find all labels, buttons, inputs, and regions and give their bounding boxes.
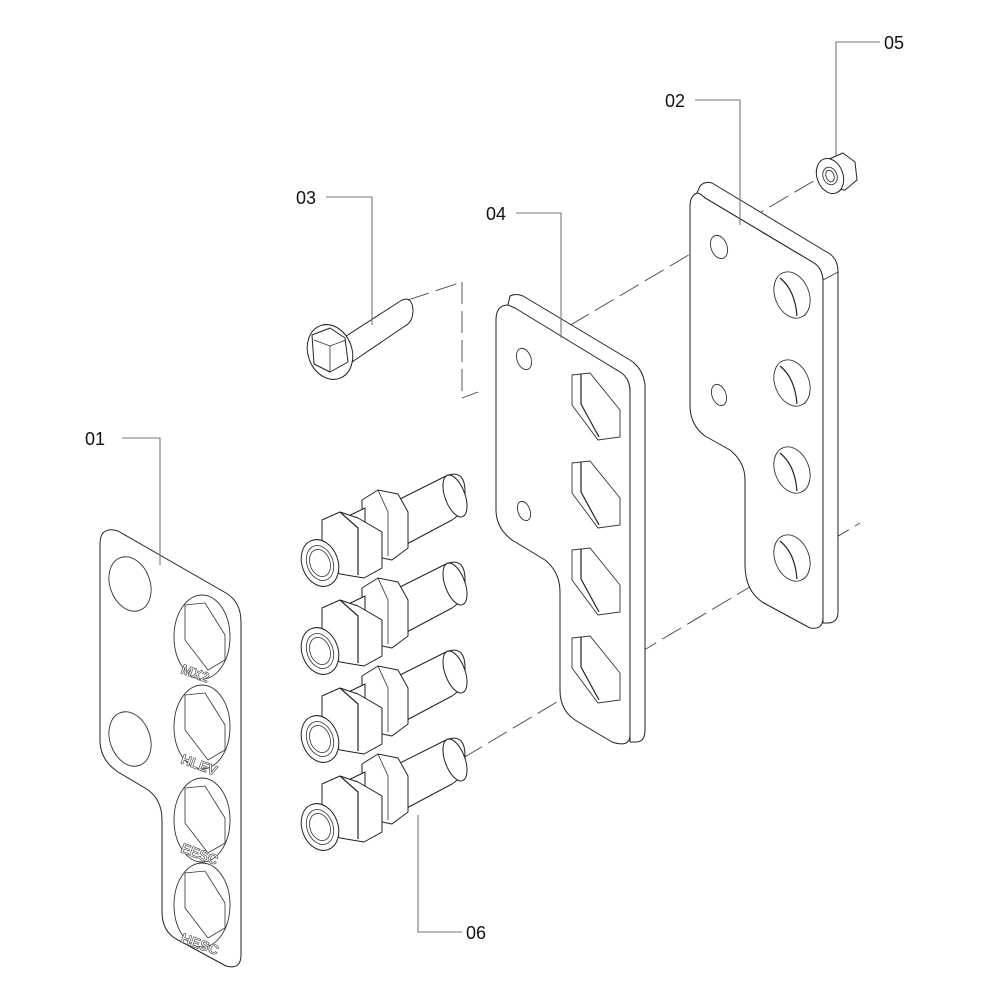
- bolt-hole: [516, 500, 532, 522]
- callouts: 01 02 03 04 05 06: [85, 33, 904, 943]
- fitting[interactable]: [295, 560, 472, 680]
- callout-05[interactable]: 05: [884, 33, 904, 53]
- bolt-axis-upper: [407, 281, 463, 301]
- leader-03: [326, 196, 373, 325]
- callout-02[interactable]: 02: [665, 91, 685, 111]
- mount-hole: [709, 234, 729, 260]
- part-04-hex-plate[interactable]: [495, 294, 646, 745]
- leader-04: [516, 212, 562, 338]
- part-06-fittings[interactable]: [295, 472, 472, 856]
- fitting[interactable]: [295, 472, 472, 592]
- callout-01[interactable]: 01: [85, 429, 105, 449]
- bolt-hole: [515, 347, 533, 371]
- leader-06: [417, 815, 462, 933]
- fitting[interactable]: [295, 736, 472, 856]
- leader-02: [695, 99, 741, 225]
- top-bolt-axis: [519, 169, 833, 356]
- part-03-flange-bolt[interactable]: [300, 298, 414, 386]
- callout-03[interactable]: 03: [296, 188, 316, 208]
- bolt-axis-lower: [461, 391, 479, 399]
- hex-cutouts: [571, 372, 621, 704]
- engraved-ports: [173, 594, 231, 948]
- leader-01: [122, 437, 161, 565]
- part-05-flange-nut[interactable]: [812, 152, 858, 197]
- part-01-label-plate[interactable]: MX2 HLEV EESC HESC: [99, 529, 242, 968]
- callout-04[interactable]: 04: [486, 204, 506, 224]
- leader-05: [835, 41, 880, 155]
- fitting[interactable]: [295, 648, 472, 768]
- part-02-rear-plate[interactable]: [689, 181, 839, 629]
- mount-hole: [710, 383, 728, 407]
- callout-06[interactable]: 06: [466, 923, 486, 943]
